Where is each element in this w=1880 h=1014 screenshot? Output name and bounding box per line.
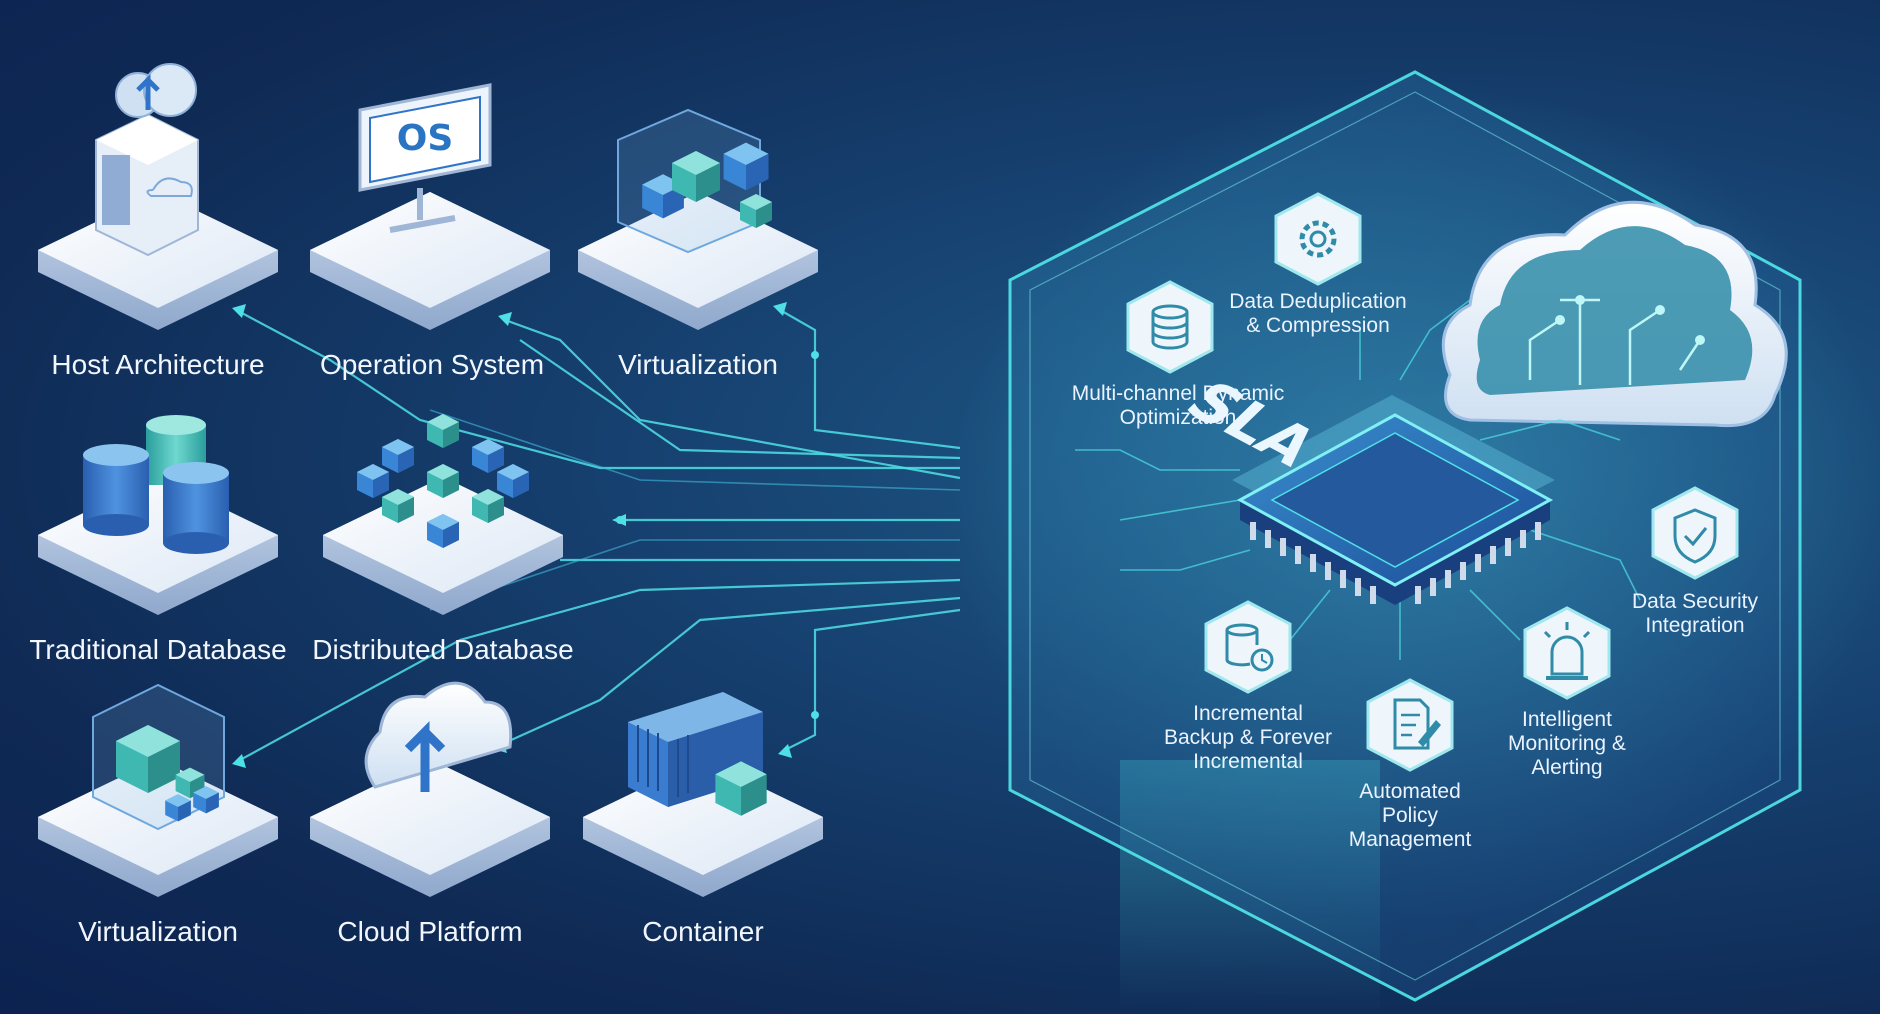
arrow-head [773,302,787,316]
feature-label: Optimization [1120,406,1237,429]
os-monitor-icon: OS [358,83,492,233]
arrow-head [498,312,512,326]
feature-label: Integration [1645,614,1744,637]
feature-multichannel-optimization[interactable]: Multi-channel Dynamic Optimization [1072,280,1284,429]
source-label: Operation System [320,349,544,380]
feature-label: Incremental [1193,750,1303,773]
database-clock-icon [1225,623,1274,672]
circuit-cloud-icon [1441,200,1788,428]
arrow-head [778,744,792,758]
feature-label: Intelligent [1522,708,1612,731]
source-label: Traditional Database [29,634,286,665]
source-label: Virtualization [78,916,238,947]
source-operation-system[interactable]: OS Operation System [310,83,550,380]
source-traditional-database[interactable]: Traditional Database [29,415,287,665]
arrow-head [232,304,246,318]
flow-node [811,711,819,719]
arrow-head [612,514,626,526]
feature-label: Monitoring & [1508,732,1626,755]
feature-label: Alerting [1531,756,1602,779]
database-icon [1151,304,1189,350]
shipping-container-icon [628,692,767,816]
source-label: Virtualization [618,349,778,380]
feature-label: Policy [1382,804,1439,827]
source-label: Distributed Database [312,634,573,665]
source-virtualization-bottom[interactable]: Virtualization [38,683,278,947]
source-container[interactable]: Container [583,692,823,947]
virtual-cubes-icon [92,683,225,831]
feature-label: Automated [1359,780,1461,803]
feature-label: Management [1349,828,1472,851]
virtual-cubes-icon [617,108,772,254]
feature-label: Data Security [1632,590,1759,613]
feature-label: Backup & Forever [1164,726,1332,749]
source-label: Cloud Platform [337,916,522,947]
arrow-head [232,754,246,768]
gear-icon [1299,220,1337,258]
source-distributed-database[interactable]: Distributed Database [312,414,574,665]
flow-node [811,351,819,359]
feature-label: Multi-channel Dynamic [1072,382,1284,405]
feature-label: & Compression [1246,314,1390,337]
source-virtualization-top[interactable]: Virtualization [578,108,818,380]
feature-label: Data Deduplication [1229,290,1406,313]
database-stack-icon [83,415,229,554]
source-host-architecture[interactable]: Host Architecture [38,63,278,380]
server-cloud-upload-icon [95,63,199,257]
shield-check-icon [1673,508,1717,564]
source-cloud-platform[interactable]: Cloud Platform [310,681,550,947]
sla-hub: SLA Data Deduplication & Compression Mul… [950,70,1880,1014]
alarm-light-icon [1543,622,1591,680]
feature-automated-policy[interactable]: Automated Policy Management [1349,678,1472,851]
cloud-upload-icon [364,681,513,792]
sla-chip: SLA [1171,371,1555,605]
feature-intelligent-monitoring[interactable]: Intelligent Monitoring & Alerting [1508,606,1626,779]
source-label: Container [642,916,763,947]
feature-label: Incremental [1193,702,1303,725]
feature-incremental-backup[interactable]: Incremental Backup & Forever Incremental [1164,600,1332,773]
feature-data-security-integration[interactable]: Data Security Integration [1632,486,1759,637]
feature-data-deduplication[interactable]: Data Deduplication & Compression [1229,192,1407,337]
source-label: Host Architecture [51,349,264,380]
os-text: OS [397,118,454,159]
document-edit-icon [1393,698,1441,750]
